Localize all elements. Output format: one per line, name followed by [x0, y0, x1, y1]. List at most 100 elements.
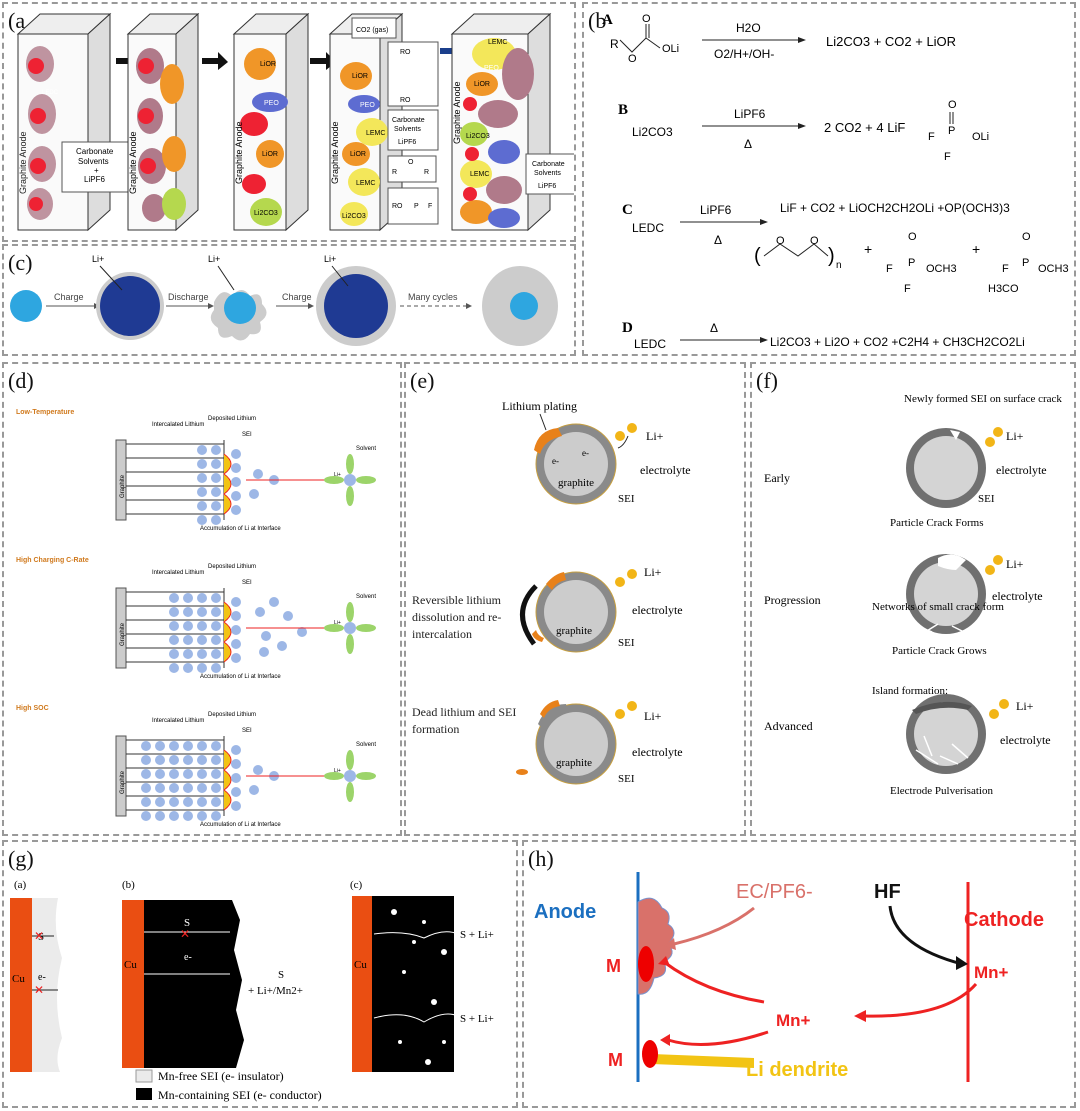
svg-text:Lithium plating: Lithium plating: [502, 399, 577, 413]
solvent-molecule: [346, 454, 354, 474]
svg-text:RO: RO: [392, 203, 403, 210]
svg-text:PEO: PEO: [360, 102, 375, 109]
svg-text:Anode: Anode: [534, 901, 596, 923]
sei-formation-diagram: Graphite Anode LEDC Carbonate Solvents +…: [16, 12, 574, 232]
graphite-label: Graphite: [120, 770, 126, 794]
svg-text:LiOR: LiOR: [350, 151, 366, 158]
electrolyte-lithium: [259, 647, 269, 657]
svg-text:LEMC: LEMC: [356, 180, 375, 187]
svg-text:Li2CO3 + CO2 + LiOR: Li2CO3 + CO2 + LiOR: [826, 34, 956, 49]
svg-text:SEI: SEI: [618, 637, 635, 649]
deposited-label: Deposited Lithium: [208, 564, 256, 570]
deposited-label: Deposited Lithium: [208, 416, 256, 422]
svg-text:F: F: [928, 131, 935, 143]
intercalated-label: Intercalated Lithium: [152, 570, 204, 576]
svg-text:RO: RO: [400, 49, 411, 56]
svg-text:✕: ✕: [34, 983, 44, 997]
svg-text:R: R: [392, 169, 397, 176]
svg-text:LEMC: LEMC: [488, 39, 507, 46]
svg-text:P: P: [908, 257, 915, 269]
svg-text:O: O: [948, 99, 957, 111]
arrow-2: [202, 52, 228, 70]
electrolyte-lithium: [249, 489, 259, 499]
sei-label: SEI: [242, 580, 252, 586]
svg-text:Early: Early: [764, 471, 790, 485]
lithium-ion: [211, 797, 221, 807]
lithium-ion: [197, 635, 207, 645]
lithium-ion: [183, 635, 193, 645]
anode-slab-2: [126, 12, 200, 232]
svg-text:Li+: Li+: [644, 709, 662, 723]
lithium-ion: [197, 663, 207, 673]
lithium-ion: [183, 797, 193, 807]
graphite-current-collector: [115, 735, 127, 817]
deposited-lithium: [231, 801, 241, 811]
lithium-ion: [141, 783, 151, 793]
svg-text:LEDC: LEDC: [634, 337, 666, 351]
svg-text:electrolyte: electrolyte: [996, 463, 1047, 477]
svg-text:Δ: Δ: [710, 321, 718, 335]
solvent-molecule: [346, 782, 354, 802]
svg-text:(b): (b): [122, 879, 135, 891]
svg-text:S: S: [38, 931, 44, 943]
svg-text:F: F: [904, 283, 911, 295]
lithium-ion: [169, 797, 179, 807]
svg-text:PEO: PEO: [484, 65, 499, 72]
panel-h: (h) Anode Cathode M EC/PF6- HF Mn+ Mn+ M…: [522, 840, 1076, 1108]
lithium-ion: [169, 635, 179, 645]
svg-text:electrolyte: electrolyte: [992, 589, 1043, 603]
svg-text:electrolyte: electrolyte: [640, 463, 691, 477]
deposited-label: Deposited Lithium: [208, 712, 256, 718]
electrolyte-lithium: [253, 469, 263, 479]
graphite-current-collector: [115, 439, 127, 521]
svg-text:O: O: [776, 235, 785, 247]
svg-text:+ Li+/Mn2+: + Li+/Mn2+: [248, 985, 303, 997]
lithium-ion: [197, 607, 207, 617]
lithium-ion: [141, 741, 151, 751]
svg-text:electrolyte: electrolyte: [1000, 733, 1051, 747]
lithium-ion: [155, 783, 165, 793]
svg-text:e-: e-: [38, 972, 46, 983]
svg-text:graphite: graphite: [556, 757, 592, 769]
svg-text:LEDC: LEDC: [632, 221, 664, 235]
panel-g-label: (g): [8, 846, 34, 871]
svg-text:Cathode: Cathode: [964, 909, 1044, 931]
lithium-ion: [211, 459, 221, 469]
sei-label: SEI: [242, 728, 252, 734]
svg-text:Li2CO3 + Li2O + CO2 +C2H4 + CH: Li2CO3 + Li2O + CO2 +C2H4 + CH3CH2CO2Li: [770, 335, 1025, 349]
svg-text:LiPF6: LiPF6: [538, 183, 556, 190]
svg-text:O: O: [628, 53, 637, 65]
lithium-ion: [197, 621, 207, 631]
svg-text:S + Li+: S + Li+: [460, 929, 494, 941]
solvent-molecule: [346, 750, 354, 770]
svg-text:OLi: OLi: [972, 131, 989, 143]
cycling-diagram: Charge Li+ Discharge Li+ Charge Li+ Many…: [10, 254, 558, 346]
svg-text:(c): (c): [350, 879, 363, 891]
electrolyte-lithium: [297, 627, 307, 637]
lithium-ion: [211, 487, 221, 497]
svg-text:B: B: [618, 102, 628, 118]
lithium-ion: [183, 663, 193, 673]
solvent-label: Solvent: [356, 594, 376, 600]
panel-g: (g) (a) Cu S ✕ e- ✕ (b) Cu S ✕ e- S + Li…: [2, 840, 518, 1108]
svg-text:✕: ✕: [180, 927, 190, 941]
svg-text:Many cycles: Many cycles: [408, 292, 458, 302]
lithium-ion: [169, 621, 179, 631]
svg-text:Progression: Progression: [764, 593, 821, 607]
svg-text:Li dendrite: Li dendrite: [746, 1059, 848, 1081]
svg-text:H2O: H2O: [736, 21, 761, 35]
deposited-lithium: [231, 463, 241, 473]
sei-layer: [223, 601, 232, 663]
solvent-label: Solvent: [356, 742, 376, 748]
svg-text:Particle Crack Grows: Particle Crack Grows: [892, 645, 987, 657]
svg-text:Newly formed SEI on surface cr: Newly formed SEI on surface crack: [904, 393, 1062, 405]
panel-d-label: (d): [8, 368, 34, 393]
svg-text:Mn+: Mn+: [974, 963, 1009, 982]
reaction-schemes: A R O O OLi H2O O2/H+/OH- Li2CO3 + CO2 +…: [602, 12, 1069, 351]
intercalated-label: Intercalated Lithium: [152, 422, 204, 428]
solvated-lithium: [344, 770, 356, 782]
row-title: Low-Temperature: [16, 409, 74, 416]
reversible-label: Reversible lithium dissolution and re-in…: [412, 593, 502, 641]
svg-text:n: n: [836, 260, 842, 271]
